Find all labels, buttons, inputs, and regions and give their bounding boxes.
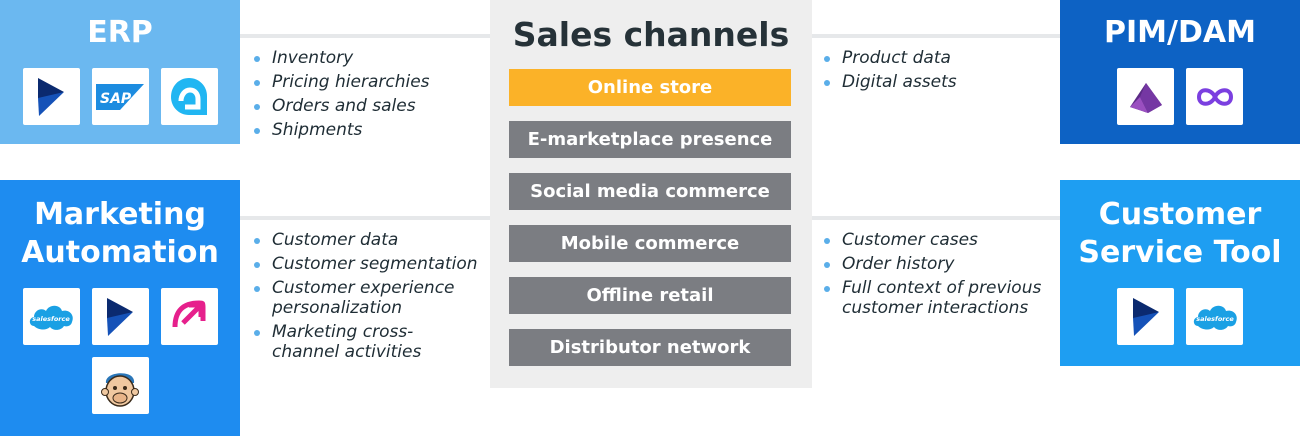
- mailchimp-logo: [91, 357, 149, 414]
- list-item: Full context of previous customer intera…: [824, 278, 1049, 318]
- arrow-app-logo: [160, 288, 218, 345]
- erp-box: ERP SAP: [0, 0, 240, 144]
- dynamics-logo: [91, 288, 149, 345]
- list-item: Customer experience personalization: [254, 278, 479, 318]
- list-item: Customer segmentation: [254, 254, 479, 274]
- service-data-list: Customer cases Order history Full contex…: [824, 230, 1049, 322]
- connector-service: [812, 216, 1060, 220]
- list-item: Product data: [824, 48, 1052, 68]
- salesforce-logo-text: salesforce: [32, 315, 70, 323]
- channel-e-marketplace: E-marketplace presence: [509, 121, 791, 158]
- marketing-logo-row-2: [0, 357, 240, 414]
- list-item: Marketing cross-channel activities: [254, 322, 479, 362]
- list-item: Digital assets: [824, 72, 1052, 92]
- sap-logo: SAP: [91, 68, 149, 125]
- list-item: Customer cases: [824, 230, 1049, 250]
- sales-channels-title: Sales channels: [512, 15, 790, 54]
- pim-data-list: Product data Digital assets: [824, 48, 1052, 96]
- channel-social-media: Social media commerce: [509, 173, 791, 210]
- service-logo-row: salesforce: [1060, 288, 1300, 345]
- erp-data-list: Inventory Pricing hierarchies Orders and…: [254, 48, 484, 144]
- list-item: Shipments: [254, 120, 484, 140]
- salesforce-logo: salesforce: [1186, 288, 1243, 345]
- sales-channels-panel: Sales channels Online store E-marketplac…: [490, 0, 812, 388]
- salesforce-logo: salesforce: [22, 288, 80, 345]
- svg-text:SAP: SAP: [100, 91, 132, 107]
- dynamics-logo: [22, 68, 80, 125]
- akeneo-logo: [1117, 68, 1174, 125]
- salesforce-logo-text: salesforce: [1196, 315, 1234, 323]
- infinity-logo: [1186, 68, 1243, 125]
- dynamics-logo: [1117, 288, 1174, 345]
- connector-erp: [240, 34, 490, 38]
- customer-service-tool-box: Customer Service Tool salesforce: [1060, 180, 1300, 366]
- erp-logo-row: SAP: [0, 68, 240, 125]
- marketing-data-list: Customer data Customer segmentation Cust…: [254, 230, 479, 366]
- list-item: Orders and sales: [254, 96, 484, 116]
- marketing-title-line1: Marketing: [34, 197, 206, 232]
- channel-distributor-network: Distributor network: [509, 329, 791, 366]
- erp-title: ERP: [87, 15, 153, 50]
- list-item: Inventory: [254, 48, 484, 68]
- marketing-automation-box: Marketing Automation salesforce: [0, 180, 240, 436]
- connector-marketing: [240, 216, 490, 220]
- list-item: Customer data: [254, 230, 479, 250]
- airtable-style-logo: [160, 68, 218, 125]
- service-title-line2: Service Tool: [1078, 235, 1282, 270]
- marketing-title-line2: Automation: [21, 235, 219, 270]
- pim-logo-row: [1060, 68, 1300, 125]
- pim-dam-box: PIM/DAM: [1060, 0, 1300, 144]
- list-item: Pricing hierarchies: [254, 72, 484, 92]
- channel-mobile-commerce: Mobile commerce: [509, 225, 791, 262]
- connector-pim: [812, 34, 1060, 38]
- pim-title: PIM/DAM: [1104, 15, 1256, 50]
- channel-online-store: Online store: [509, 69, 791, 106]
- channel-offline-retail: Offline retail: [509, 277, 791, 314]
- marketing-logo-row: salesforce: [0, 288, 240, 345]
- list-item: Order history: [824, 254, 1049, 274]
- service-title-line1: Customer: [1098, 197, 1262, 232]
